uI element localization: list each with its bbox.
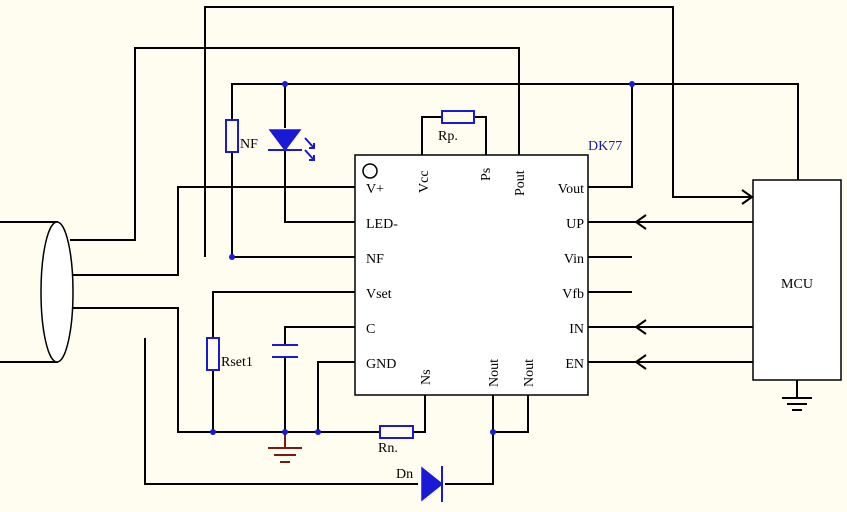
pin-label-in: IN xyxy=(569,322,584,337)
pin-label-en: EN xyxy=(565,357,584,372)
pin-label-nf: NF xyxy=(366,252,384,267)
pin-label-led: LED- xyxy=(366,217,398,232)
pin-label-up: UP xyxy=(566,217,584,232)
pin-label-vout: Vout xyxy=(558,182,584,197)
cable-connector xyxy=(40,221,74,363)
junction-dots xyxy=(210,81,635,435)
rn-resistor: Rn. xyxy=(378,425,414,456)
dk77-chip: DK77 V+ LED- NF Vset C GND Vout UP Vin V… xyxy=(354,139,622,396)
pin-label-ps: Ps xyxy=(479,168,494,181)
pin-label-vcc: Vcc xyxy=(417,170,432,193)
pin-label-gnd: GND xyxy=(366,357,396,372)
arrow-to-mcu xyxy=(741,189,754,205)
signal-arrows xyxy=(634,189,754,370)
mcu-ground-icon xyxy=(782,397,812,411)
chip-label: DK77 xyxy=(588,139,622,154)
nf-label: NF xyxy=(240,137,258,152)
nf-resistor: NF xyxy=(225,119,258,153)
led-icon xyxy=(268,129,315,161)
pin1-marker xyxy=(362,163,378,179)
dn-diode: Dn xyxy=(396,466,444,502)
mcu-block: MCU xyxy=(752,179,842,381)
rset-resistor: Rset1 xyxy=(206,337,253,371)
pin-label-vin: Vin xyxy=(564,252,584,267)
arrow-up xyxy=(634,214,647,230)
rp-resistor: Rp. xyxy=(438,110,475,144)
rset-label: Rset1 xyxy=(221,355,253,370)
capacitor-icon xyxy=(272,344,298,358)
pin-label-vset: Vset xyxy=(366,287,392,302)
pin-label-c: C xyxy=(366,322,375,337)
pin-label-vplus: V+ xyxy=(366,182,384,197)
pin-label-vfb: Vfb xyxy=(562,287,584,302)
dn-label: Dn xyxy=(396,467,413,482)
pin-label-nout-2: Nout xyxy=(522,359,537,387)
wires xyxy=(0,6,799,485)
arrow-en xyxy=(634,354,647,370)
pin-label-nout-1: Nout xyxy=(487,359,502,387)
ground-icon xyxy=(268,432,302,463)
rn-label: Rn. xyxy=(378,441,398,456)
rp-label: Rp. xyxy=(438,129,458,144)
mcu-label: MCU xyxy=(781,277,813,292)
pin-label-pout: Pout xyxy=(513,170,528,196)
arrow-in xyxy=(634,319,647,335)
pin-label-ns: Ns xyxy=(419,369,434,385)
